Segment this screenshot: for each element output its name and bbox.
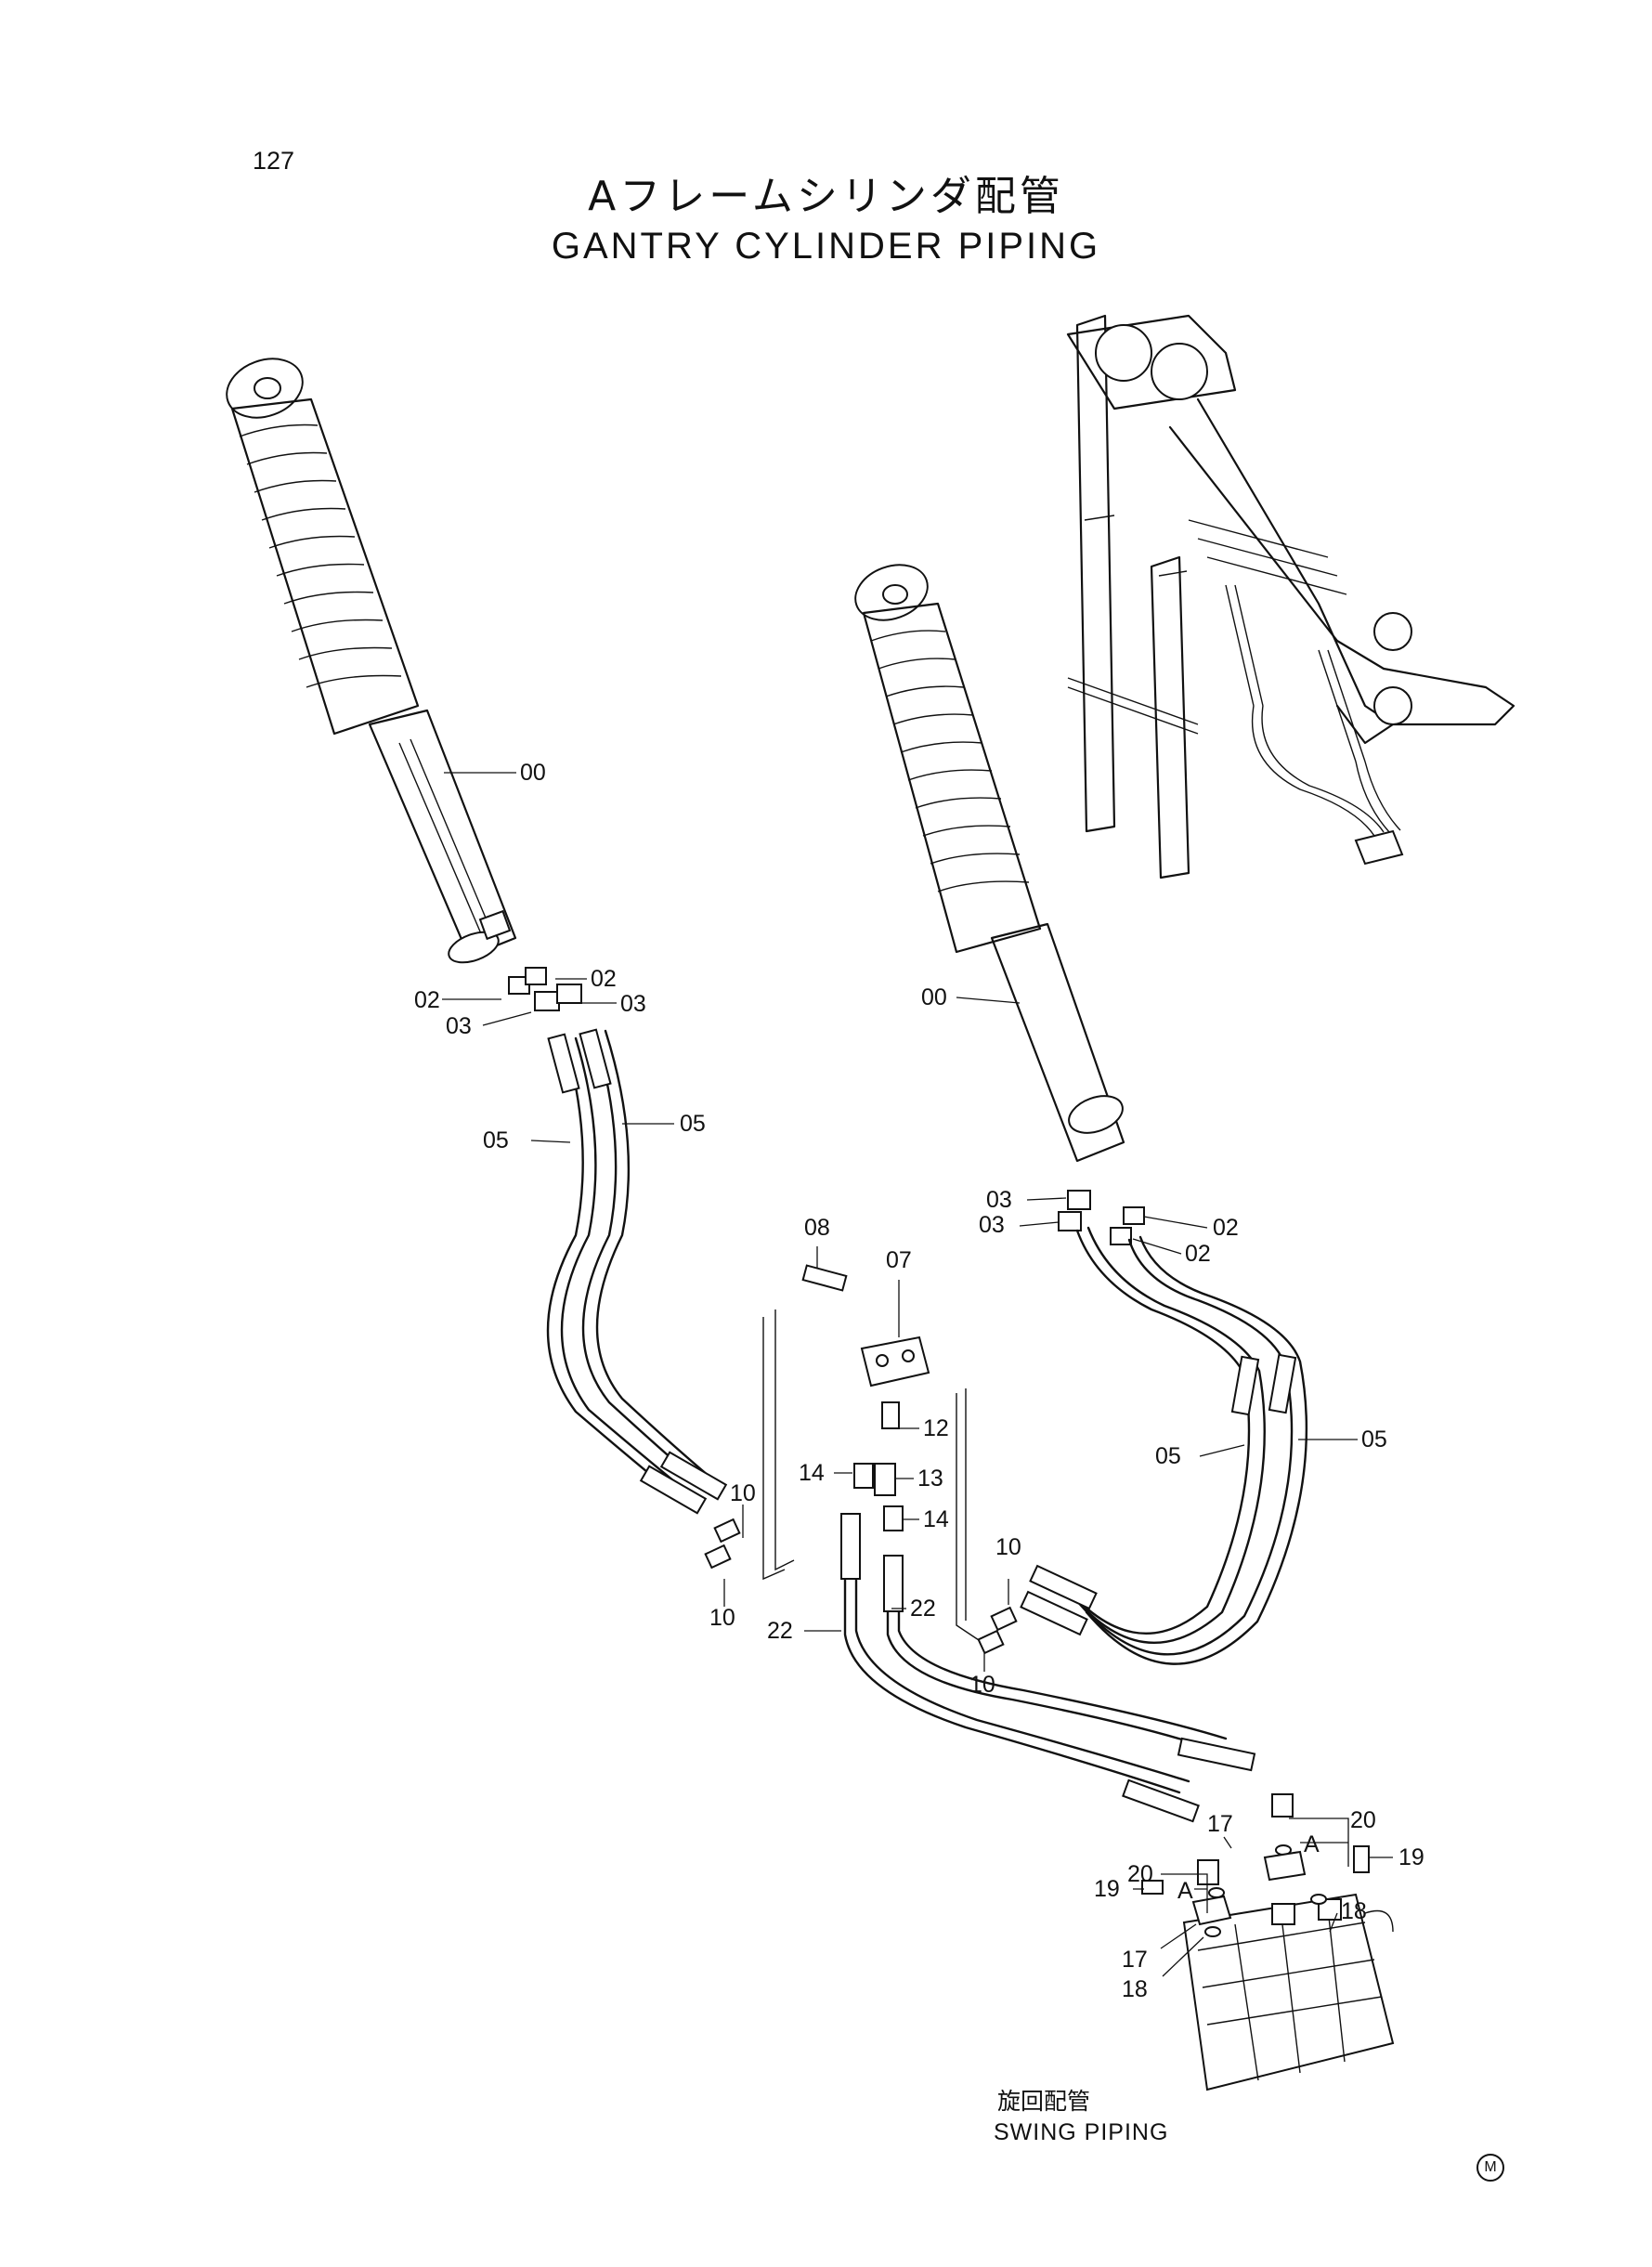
left-cylinder: [226, 358, 517, 964]
callout-14-b: 14: [923, 1506, 949, 1532]
leader-lines: [442, 772, 1393, 1977]
hoses-22: [840, 1513, 1256, 1823]
callout-03-left-a: 03: [446, 1013, 472, 1039]
swing-piping-label-japanese: 旋回配管: [997, 2088, 1091, 2115]
junction-block-07: [704, 1264, 1018, 1655]
callout-20-a: 20: [1350, 1807, 1376, 1833]
callout-22-b: 22: [910, 1596, 936, 1622]
right-fittings: [1058, 1190, 1145, 1245]
callout-18-a: 18: [1341, 1898, 1367, 1924]
callout-14-a: 14: [799, 1460, 825, 1486]
page-number: 127: [253, 147, 295, 175]
callout-03-right-b: 03: [979, 1212, 1005, 1238]
callout-19-b: 19: [1094, 1876, 1120, 1902]
callout-13: 13: [917, 1466, 943, 1492]
callout-10-c: 10: [995, 1534, 1021, 1560]
callout-18-b: 18: [1122, 1976, 1148, 2002]
swing-piping-assembly: [1141, 1793, 1395, 2091]
callout-03-left-b: 03: [620, 991, 646, 1017]
callout-05-left-b: 05: [680, 1111, 706, 1137]
title-english: GANTRY CYLINDER PIPING: [551, 226, 1101, 267]
callout-07: 07: [886, 1247, 912, 1273]
callout-10-b: 10: [709, 1605, 735, 1631]
callout-08: 08: [804, 1215, 830, 1241]
callout-03-right-a: 03: [986, 1187, 1012, 1213]
left-fittings: [508, 967, 582, 1011]
callout-02-left-b: 02: [414, 987, 440, 1013]
corner-mark: M: [1476, 2154, 1504, 2182]
callout-05-left-a: 05: [483, 1127, 509, 1153]
title-japanese: Aフレームシリンダ配管: [588, 173, 1064, 220]
gantry-frame-inset: [1066, 314, 1515, 879]
callout-a-1: A: [1304, 1831, 1320, 1857]
callout-17-b: 17: [1122, 1947, 1148, 1973]
right-hoses-05: [1020, 1226, 1308, 1665]
callout-12: 12: [923, 1415, 949, 1441]
callout-00-left: 00: [520, 760, 546, 786]
swing-piping-label-english: SWING PIPING: [994, 2119, 1169, 2145]
callout-a-2: A: [1177, 1878, 1193, 1904]
callout-10-a: 10: [730, 1480, 756, 1506]
callout-00-right: 00: [921, 984, 947, 1010]
callout-20-b: 20: [1127, 1861, 1153, 1887]
callout-02-right-a: 02: [1213, 1215, 1239, 1241]
callout-10-d: 10: [969, 1672, 995, 1698]
callout-02-left-a: 02: [591, 966, 617, 992]
callout-17-a: 17: [1207, 1811, 1233, 1837]
callout-19-a: 19: [1398, 1844, 1424, 1870]
right-cylinder: [854, 564, 1125, 1163]
callout-02-right-b: 02: [1185, 1241, 1211, 1267]
callout-05-right-a: 05: [1155, 1443, 1181, 1469]
left-hoses-05: [546, 1028, 728, 1515]
callout-05-right-b: 05: [1361, 1427, 1387, 1453]
callout-22-a: 22: [767, 1618, 793, 1644]
